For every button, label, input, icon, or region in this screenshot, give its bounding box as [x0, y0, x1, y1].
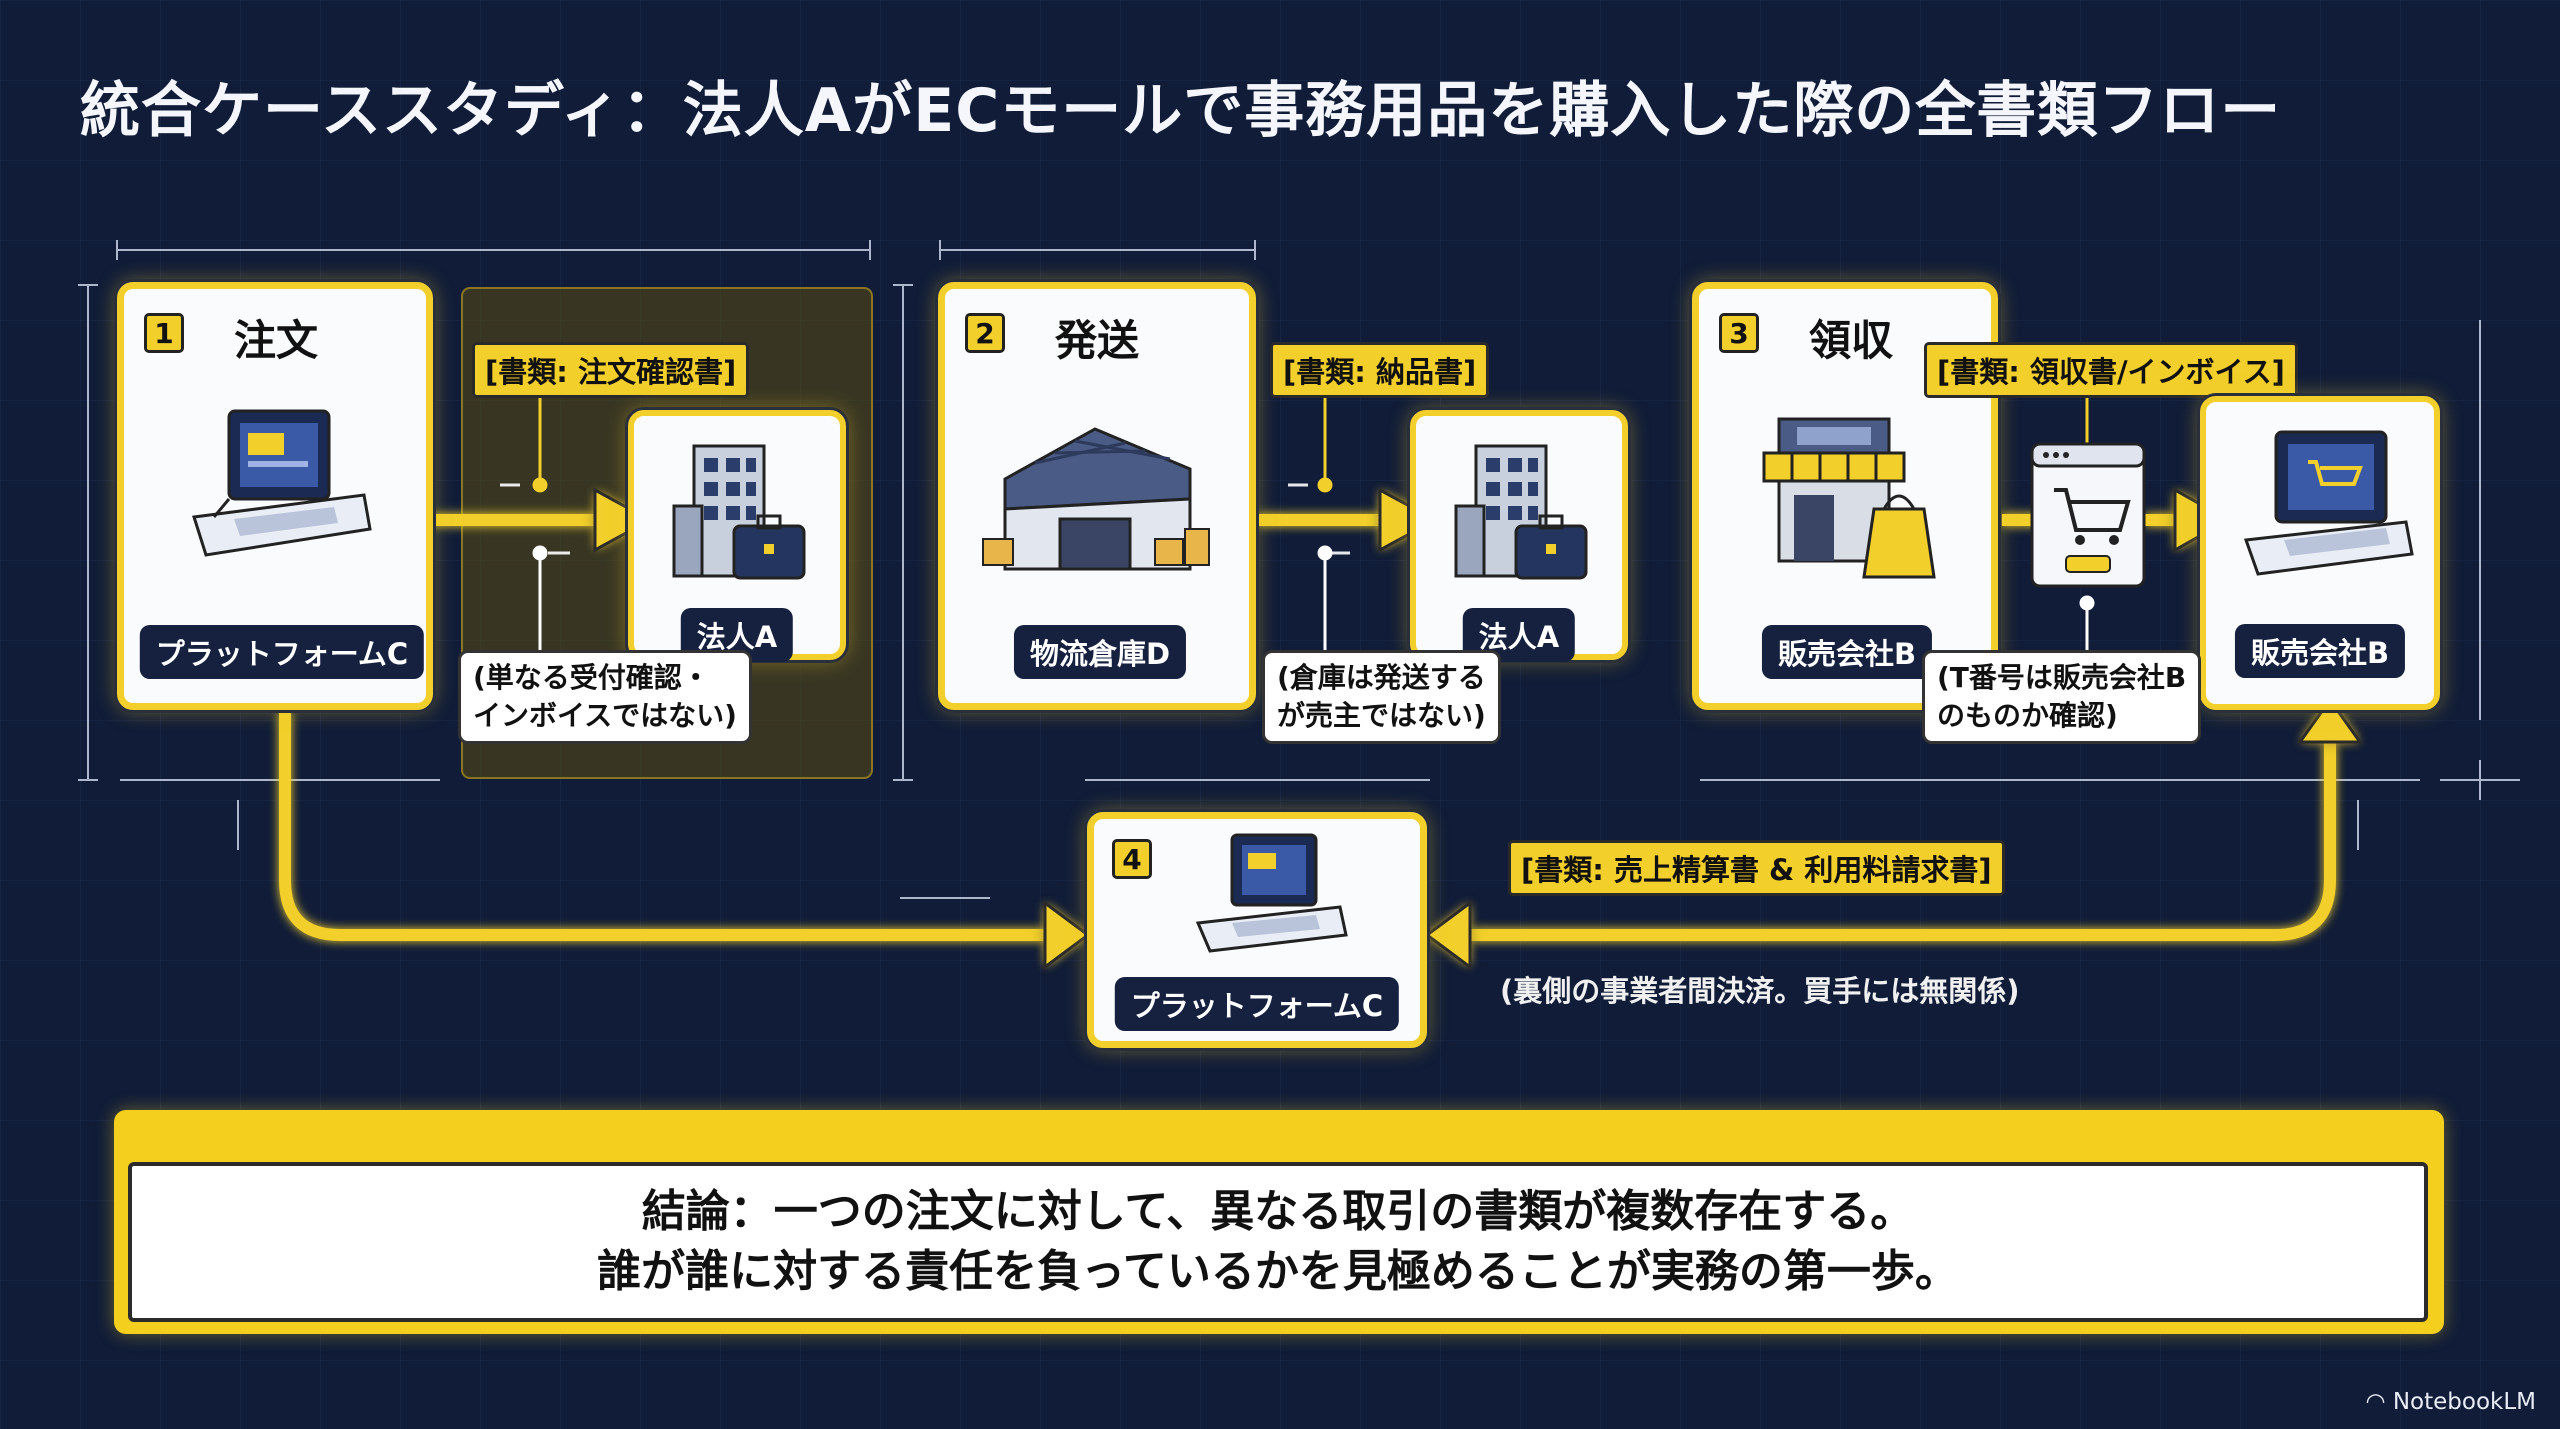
step1-note: (単なる受付確認・ インボイスではない): [458, 650, 752, 744]
step2-doc-tag: [書類: 納品書]: [1270, 342, 1490, 398]
step3-note-line1: (T番号は販売会社B: [1937, 661, 2187, 694]
step2-note-line2: が売主ではない): [1277, 699, 1486, 732]
flow-arrows: [279, 514, 2336, 941]
step2-note: (倉庫は発送する が売主ではない): [1262, 650, 1501, 744]
step1-title: 注文: [234, 316, 319, 365]
notebooklm-label: NotebookLM: [2392, 1389, 2536, 1415]
conclusion-box: 結論：一つの注文に対して、異なる取引の書類が複数存在する。 誰が誰に対する責任を…: [128, 1162, 2428, 1322]
step1-recipient-card: 法人A: [628, 410, 846, 662]
storefront-icon: [1762, 417, 1936, 579]
step4-card: 4 プラットフォームC: [1087, 812, 1427, 1048]
step3-recipient-card: 販売会社B: [2200, 396, 2440, 710]
step3-doc-tag: [書類: 領収書/インボイス]: [1924, 342, 2298, 398]
step1-number: 1: [144, 313, 184, 353]
step2-actor-label: 物流倉庫D: [1013, 625, 1187, 679]
step3-title: 領収: [1809, 316, 1894, 365]
office-building-icon: [672, 444, 806, 580]
conclusion-line2: 誰が誰に対する責任を負っているかを見極めることが実務の第一歩。: [597, 1246, 1959, 1297]
step1-note-line2: インボイスではない): [473, 699, 737, 732]
conclusion-line1: 結論：一つの注文に対して、異なる取引の書類が複数存在する。: [641, 1186, 1915, 1237]
step3-recipient-label: 販売会社B: [2234, 624, 2406, 678]
page-title: 統合ケーススタディ：法人AがECモールで事務用品を購入した際の全書類フロー: [80, 76, 2282, 146]
settlement-note: (裏側の事業者間決済。買手には無関係): [1500, 974, 2020, 1008]
cart-window-icon: [2030, 442, 2146, 588]
step2-recipient-label: 法人A: [1462, 608, 1576, 662]
step3-actor-label: 販売会社B: [1761, 625, 1933, 679]
step3-number: 3: [1719, 313, 1759, 353]
step1-actor-label: プラットフォームC: [139, 625, 425, 679]
step2-card: 2 発送 物流倉庫D: [938, 282, 1256, 710]
step4-actor-label: プラットフォームC: [1114, 977, 1400, 1031]
step2-recipient-card: 法人A: [1410, 410, 1628, 662]
step3-note: (T番号は販売会社B のものか確認): [1922, 650, 2202, 744]
laptop-icon: [2243, 430, 2414, 576]
step2-note-line1: (倉庫は発送する: [1277, 661, 1486, 694]
laptop-icon: [192, 409, 372, 557]
office-building-icon: [1454, 444, 1588, 580]
notebooklm-logo-icon: ◠: [2365, 1389, 2393, 1415]
small-arrows: [500, 483, 1350, 555]
step4-number: 4: [1112, 839, 1152, 879]
step2-title: 発送: [1055, 316, 1140, 365]
warehouse-icon: [982, 427, 1210, 571]
step3-note-line2: のものか確認): [1937, 699, 2118, 732]
notebooklm-watermark: ◠ NotebookLM: [2365, 1389, 2536, 1415]
step1-card: 1 注文 プラットフォームC: [117, 282, 433, 710]
step1-note-line1: (単なる受付確認・: [473, 661, 710, 694]
dimension-lines: [78, 240, 2520, 899]
settlement-doc-tag: [書類: 売上精算書 & 利用料請求書]: [1508, 840, 2005, 896]
step2-number: 2: [965, 313, 1005, 353]
step1-doc-tag: [書類: 注文確認書]: [472, 342, 750, 398]
platform-laptop-icon: [1195, 833, 1348, 953]
